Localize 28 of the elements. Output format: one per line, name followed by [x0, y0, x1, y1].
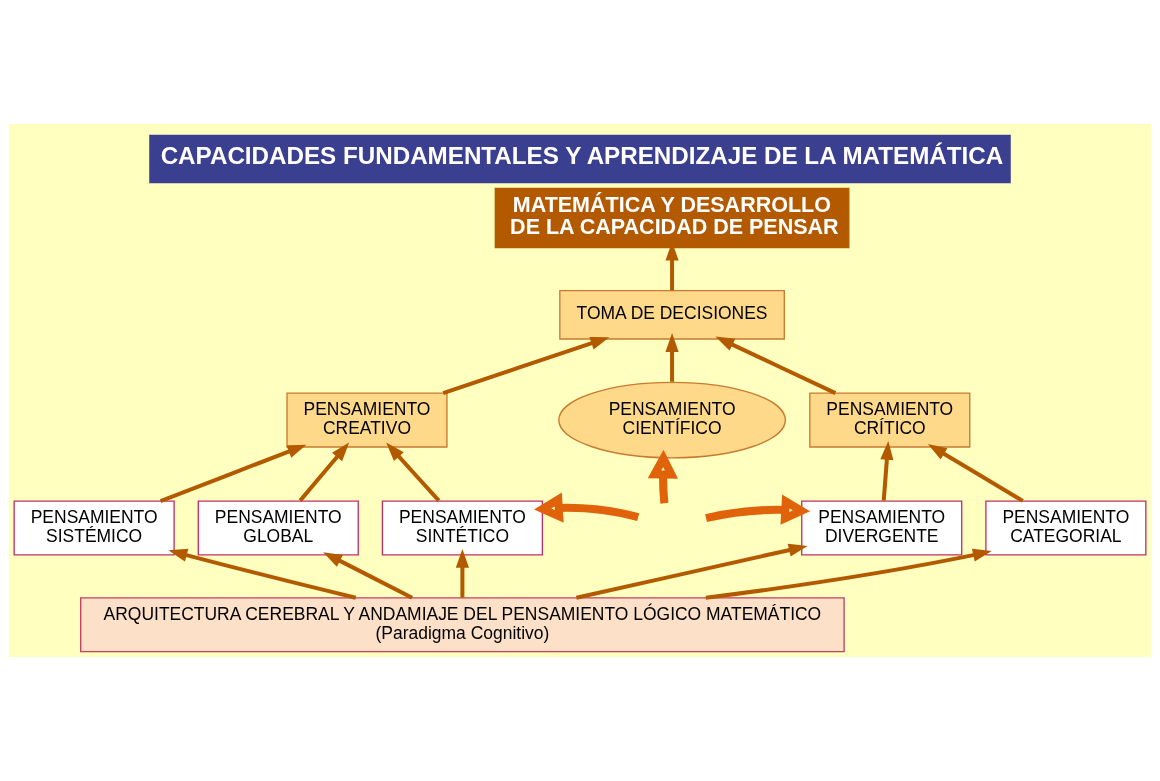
node-box: PENSAMIENTO SISTÉMICO: [13, 500, 175, 556]
arrow: [647, 449, 679, 504]
node-ellipse: PENSAMIENTO CIENTÍFICO: [558, 381, 786, 459]
diagram-title: CAPACIDADES FUNDAMENTALES Y APRENDIZAJE DE LA MATEMÁTICA: [160, 141, 1004, 169]
arrow: [927, 444, 1024, 503]
arrow: [159, 444, 307, 503]
node-box: PENSAMIENTO CREATIVO: [286, 392, 448, 448]
arrow: [880, 441, 894, 501]
node-box: PENSAMIENTO GLOBAL: [197, 500, 359, 556]
arrow: [298, 442, 350, 502]
node-box: PENSAMIENTO CRÍTICO: [809, 392, 971, 448]
arrow: [665, 333, 679, 382]
node-box: PENSAMIENTO SINTÉTICO: [381, 500, 544, 556]
arrow: [534, 492, 640, 523]
arrow: [705, 548, 992, 600]
arrow: [575, 543, 808, 600]
node-box: PENSAMIENTO CATEGORIAL: [985, 500, 1147, 556]
arrow: [323, 552, 413, 600]
node-box: ARQUITECTURA CEREBRAL Y ANDAMIAJE DEL PENSAMIENTO LÓGICO MATEMÁTICO (Paradigma Cognitivo): [80, 597, 845, 653]
arrow: [442, 337, 610, 396]
arrow: [705, 494, 811, 525]
arrow: [386, 442, 441, 502]
node-box: MATEMÁTICA Y DESARROLLO DE LA CAPACIDAD DE PENSAR: [494, 187, 850, 249]
arrow: [715, 336, 837, 395]
arrow: [455, 548, 469, 598]
node-box: TOMA DE DECISIONES: [559, 290, 785, 340]
arrow: [168, 548, 357, 600]
node-box: PENSAMIENTO DIVERGENTE: [801, 500, 963, 556]
